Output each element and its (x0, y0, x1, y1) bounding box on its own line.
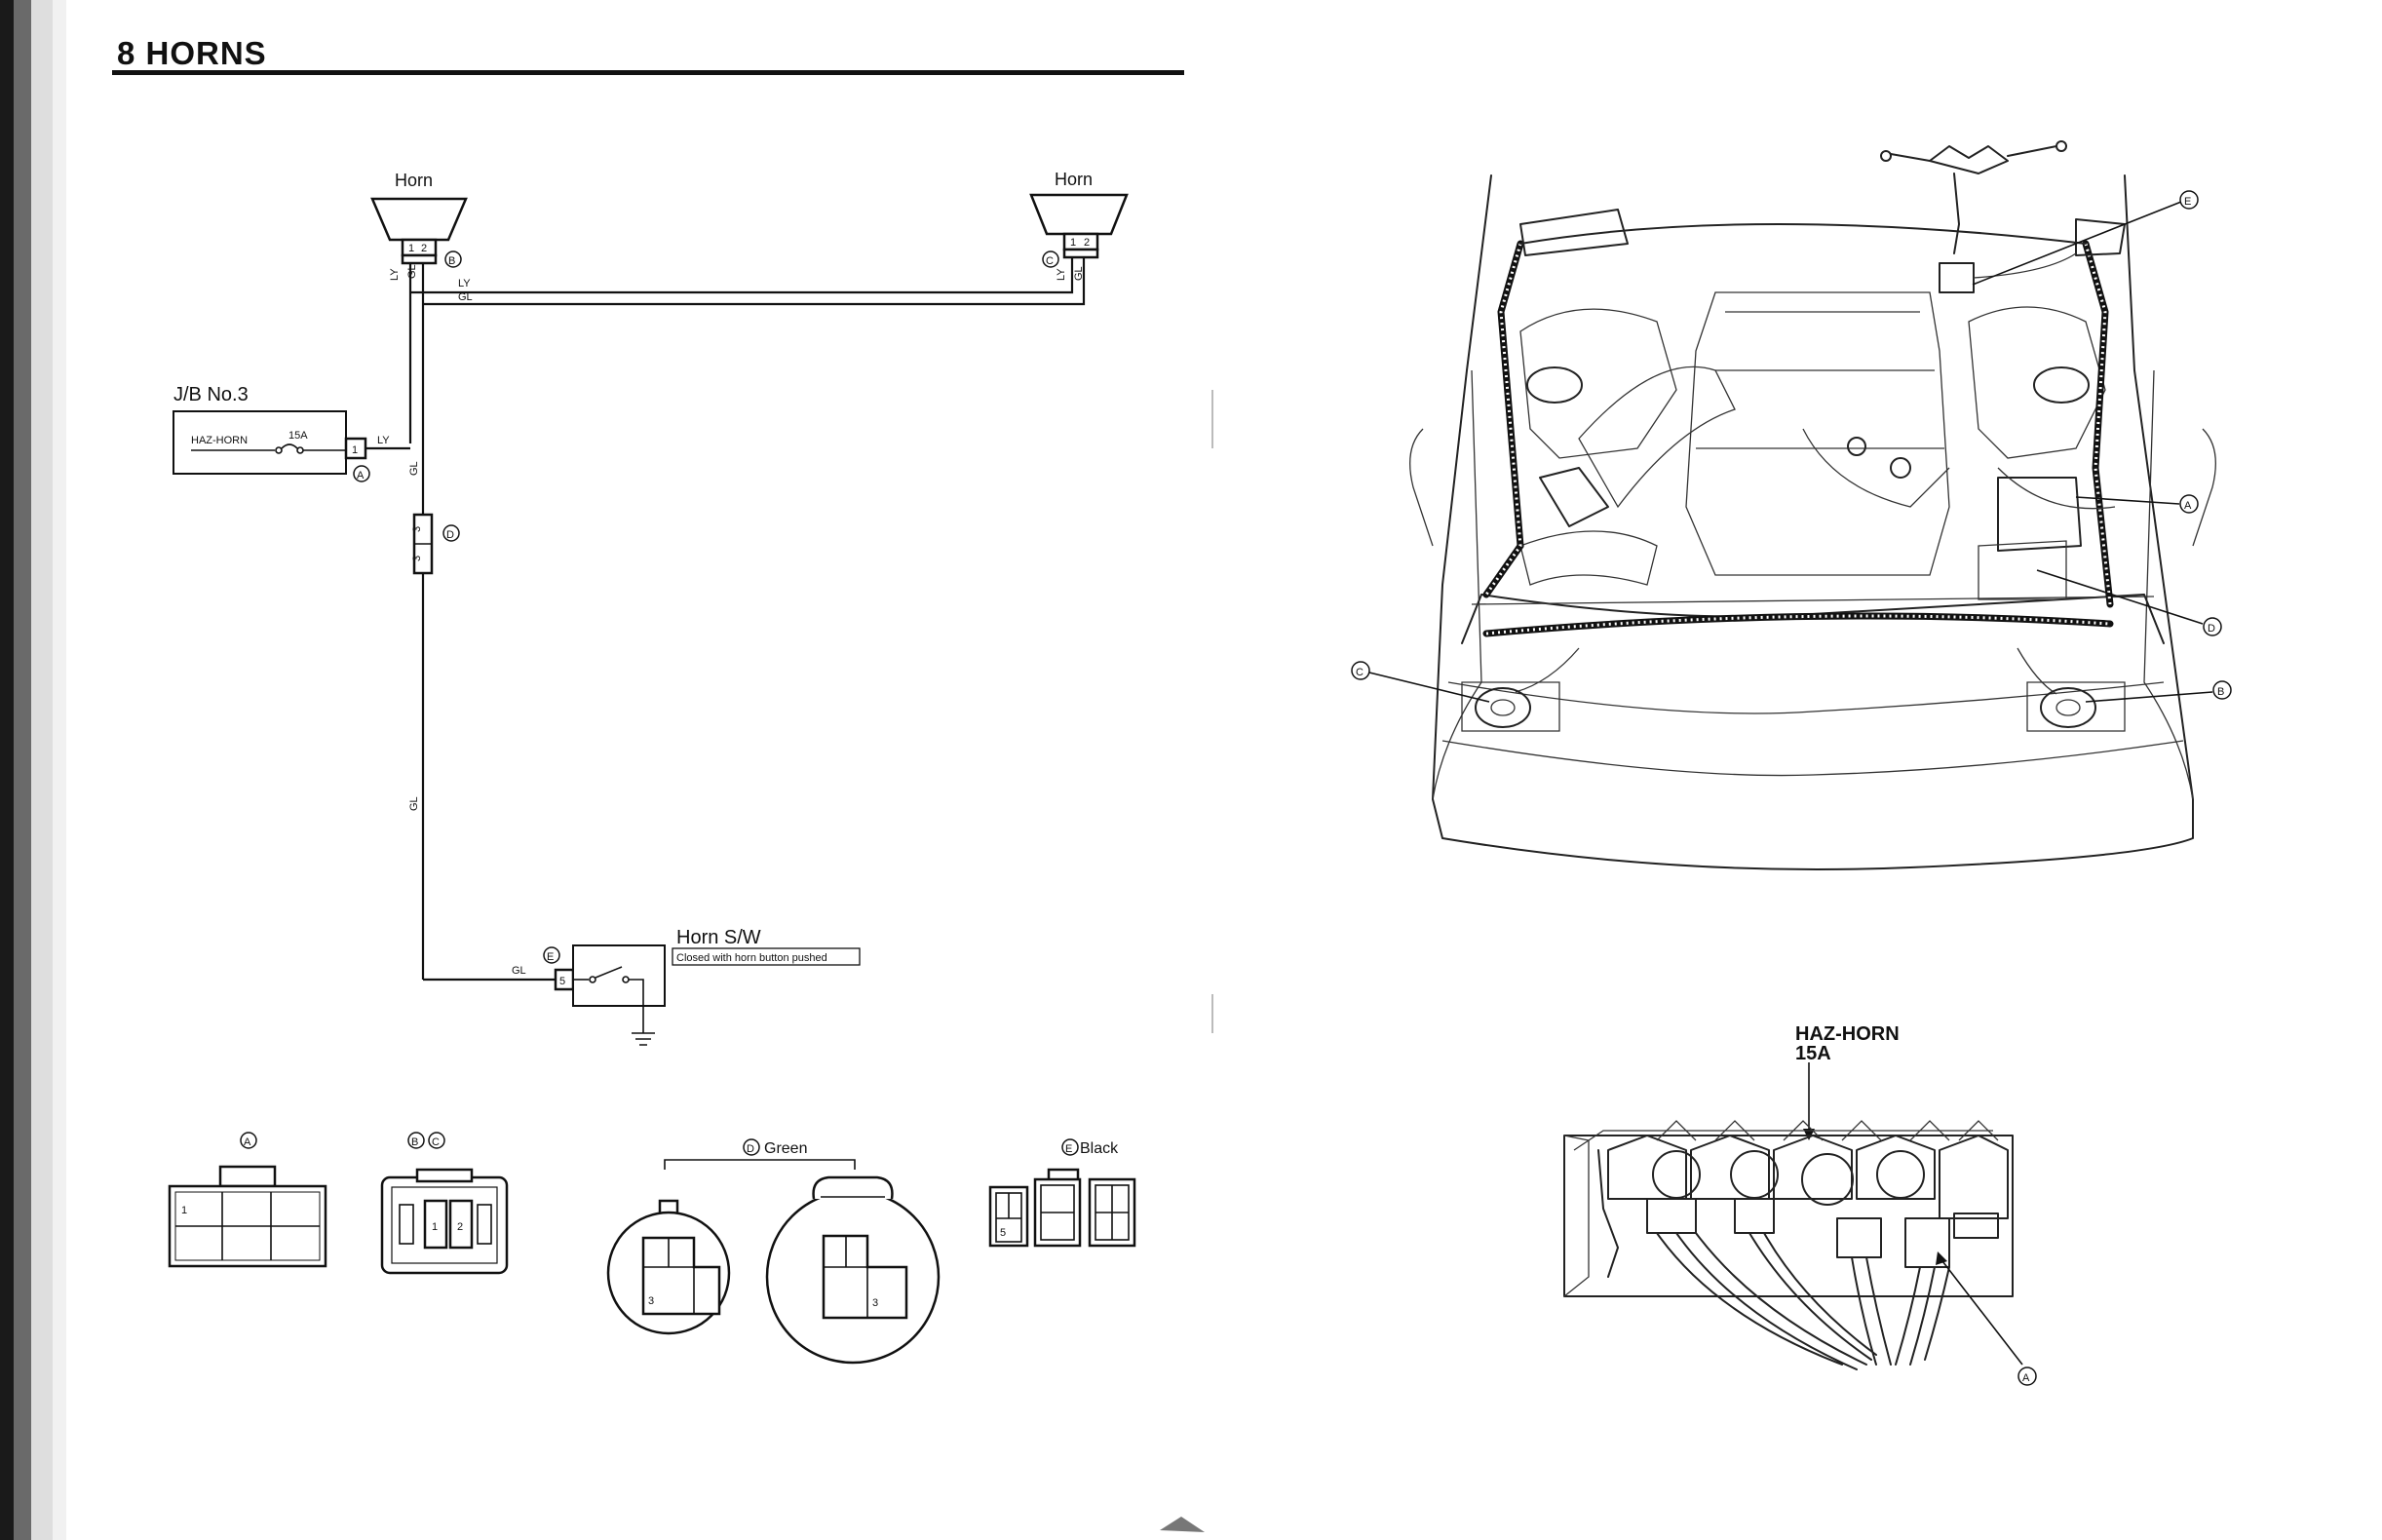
connector-d-pin-left: 3 (648, 1295, 654, 1307)
jb-label: J/B No.3 (173, 384, 249, 405)
wire-label-gl-switch: GL (512, 965, 526, 977)
wire-ly-horns (410, 257, 1072, 292)
marker-c-schematic: C (1043, 251, 1058, 267)
horn-left-pin-2: 2 (421, 243, 427, 254)
wire-label-ly-top: LY (458, 278, 471, 289)
marker-a-schematic: A (354, 466, 369, 481)
jb-pin: 1 (352, 444, 358, 456)
marker-c-bay: C (1352, 662, 1369, 679)
switch-label: Horn S/W (676, 927, 761, 948)
horn-left-pin-1: 1 (408, 243, 414, 254)
wire-label-gl-upper: GL (408, 461, 420, 476)
svg-text:C: C (1046, 255, 1054, 267)
horn-right-label: Horn (1055, 170, 1093, 189)
marker-e-bay: E (2180, 191, 2198, 209)
wire-gl-horns (423, 257, 1084, 304)
connector-d-pin-right: 3 (872, 1297, 878, 1309)
svg-text:C: C (1356, 667, 1364, 678)
svg-text:3: 3 (411, 556, 423, 561)
wire-label-gl-left-horn: GL (406, 264, 418, 279)
connector-e-face: E Black 5 (990, 1139, 1134, 1246)
fuse-rating: 15A (288, 430, 308, 442)
connector-e-pin: 5 (1000, 1227, 1006, 1239)
svg-text:B: B (448, 255, 455, 267)
connector-e-color: Black (1080, 1140, 1119, 1157)
marker-b-bay: B (2213, 681, 2231, 699)
svg-text:A: A (2022, 1372, 2030, 1384)
junction-block-illustration: HAZ-HORN 15A A (1564, 1023, 2036, 1385)
binding-edge (0, 0, 66, 1540)
connector-d-label: D (747, 1143, 754, 1155)
horn-right-pin-1: 1 (1070, 237, 1076, 249)
connector-c-label: C (432, 1136, 440, 1148)
svg-text:E: E (2184, 196, 2191, 208)
wiring-schematic: Horn 1 2 B Horn 1 2 C (173, 170, 1127, 1045)
svg-text:3: 3 (411, 526, 423, 532)
wire-label-ly-jb: LY (377, 435, 390, 446)
connector-bc-face: B C 1 2 (382, 1133, 507, 1273)
connector-bc-pin-1: 1 (432, 1221, 438, 1233)
svg-text:D: D (446, 529, 454, 541)
horn-switch: 5 Horn S/W Closed with horn button pushe… (556, 927, 860, 1045)
marker-a-bay: A (2180, 495, 2198, 513)
marker-a-jb: A (2018, 1367, 2036, 1385)
horn-left-label: Horn (395, 171, 433, 190)
connector-a-face: A 1 (170, 1133, 326, 1266)
marker-b-schematic: B (445, 251, 461, 267)
marker-e-schematic: E (544, 947, 559, 963)
connector-d-color: Green (764, 1140, 807, 1157)
jb-fuse-label: HAZ-HORN (1795, 1023, 1900, 1045)
svg-text:D: D (2208, 623, 2215, 635)
connector-a-label: A (244, 1136, 251, 1148)
jb-fuse-rating: 15A (1795, 1043, 1831, 1064)
marker-d-schematic: D (443, 525, 459, 541)
connector-faces: A 1 B C 1 2 (170, 1133, 1134, 1363)
engine-bay-illustration: E A D B C (1352, 141, 2231, 869)
wire-label-ly-left-horn: LY (389, 268, 401, 281)
connector-bc-pin-2: 2 (457, 1221, 463, 1233)
junction-block-3: J/B No.3 HAZ-HORN 15A 1 LY (173, 384, 410, 474)
svg-text:A: A (2184, 500, 2192, 512)
wire-label-gl-top: GL (458, 291, 473, 303)
wire-label-gl-lower: GL (408, 796, 420, 811)
svg-text:E: E (547, 951, 554, 963)
wire-label-gl-right-horn: GL (1073, 266, 1085, 281)
horn-right: Horn 1 2 (1031, 170, 1127, 257)
connector-e-label: E (1065, 1143, 1072, 1155)
fuse-label: HAZ-HORN (191, 435, 248, 446)
gutter-smudge (1160, 1517, 1205, 1532)
horn-right-pin-2: 2 (1084, 237, 1090, 249)
connector-d-inline: 3 3 (411, 515, 432, 573)
switch-pin: 5 (559, 976, 565, 987)
marker-d-bay: D (2204, 618, 2221, 635)
connector-b-label: B (411, 1136, 418, 1148)
svg-text:B: B (2217, 686, 2224, 698)
connector-a-pin: 1 (181, 1205, 187, 1216)
horn-left: Horn 1 2 (372, 171, 466, 263)
wire-label-ly-right-horn: LY (1056, 268, 1067, 281)
svg-text:A: A (357, 470, 365, 481)
connector-d-face: D Green 3 3 (608, 1139, 939, 1363)
switch-note: Closed with horn button pushed (676, 952, 827, 964)
